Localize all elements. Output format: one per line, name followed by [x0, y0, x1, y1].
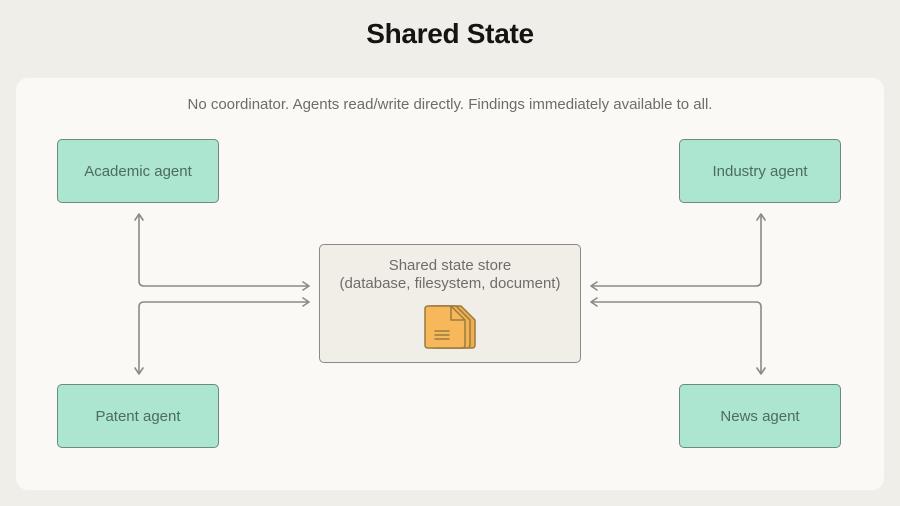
store-sublabel: (database, filesystem, document) [339, 275, 561, 292]
diagram-title: Shared State [366, 18, 534, 49]
connector-industry [590, 213, 766, 291]
news-agent-node: News agent [679, 384, 841, 448]
store-label: Shared state store [388, 257, 512, 274]
patent-agent-node: Patent agent [57, 384, 219, 448]
connector-patent [134, 297, 310, 375]
connector-news [590, 297, 766, 375]
document-stack-icon [424, 305, 476, 349]
academic-agent-node: Academic agent [57, 139, 219, 203]
connector-academic [134, 213, 310, 291]
industry-agent-node: Industry agent [679, 139, 841, 203]
diagram-subtitle: No coordinator. Agents read/write direct… [187, 96, 713, 113]
